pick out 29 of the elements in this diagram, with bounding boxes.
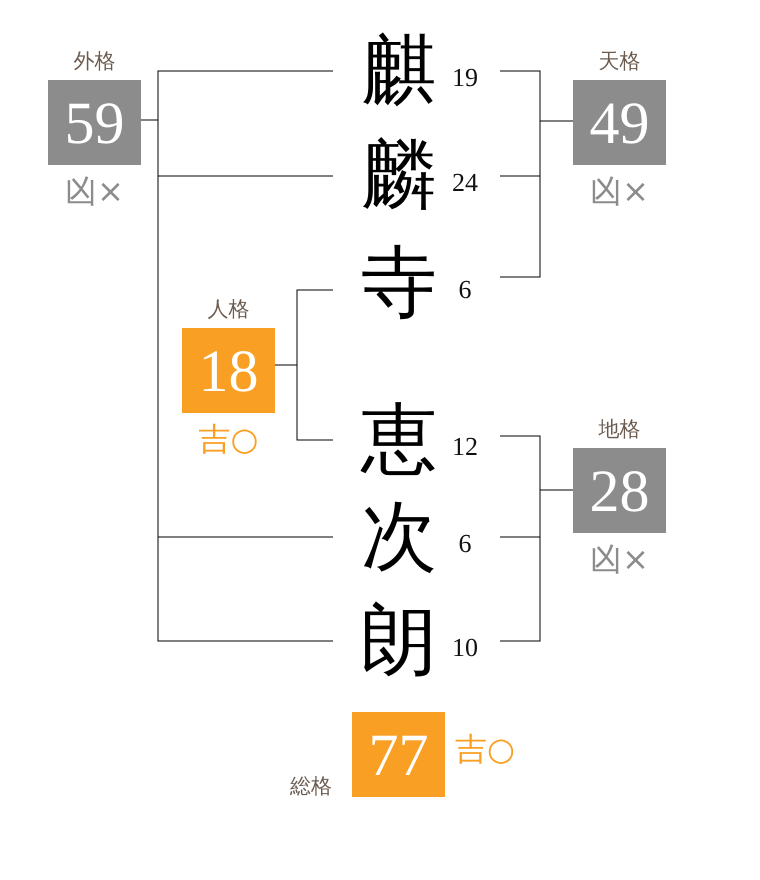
kanji-character: 朗 — [361, 603, 437, 679]
score-tile: 18 — [182, 328, 275, 413]
stroke-count: 6 — [458, 277, 472, 303]
verdict-text: 凶× — [590, 543, 649, 575]
stroke-count: 6 — [458, 531, 472, 557]
score-tile: 77 — [352, 712, 445, 797]
category-label: 地格 — [598, 419, 640, 440]
stroke-count: 24 — [452, 170, 478, 196]
verdict-text: 凶× — [65, 175, 124, 207]
bracket-line — [500, 120, 573, 278]
kanji-character: 麒 — [361, 33, 437, 109]
verdict-text: 吉○ — [198, 423, 258, 455]
stroke-count: 12 — [452, 434, 478, 460]
stroke-count: 10 — [452, 635, 478, 661]
kanji-character: 寺 — [361, 245, 437, 321]
score-tile: 49 — [573, 80, 666, 165]
verdict-text: 吉○ — [455, 733, 515, 765]
category-label: 総格 — [290, 776, 332, 797]
bracket-line — [500, 489, 573, 642]
category-label: 天格 — [598, 51, 640, 72]
kanji-character: 麟 — [361, 138, 437, 214]
kanji-character: 恵 — [361, 402, 437, 478]
verdict-text: 凶× — [590, 175, 649, 207]
category-label: 外格 — [74, 51, 116, 72]
score-tile: 28 — [573, 448, 666, 533]
stroke-count: 19 — [452, 65, 478, 91]
kanji-character: 次 — [361, 499, 437, 575]
category-label: 人格 — [208, 299, 250, 320]
score-tile: 59 — [48, 80, 141, 165]
